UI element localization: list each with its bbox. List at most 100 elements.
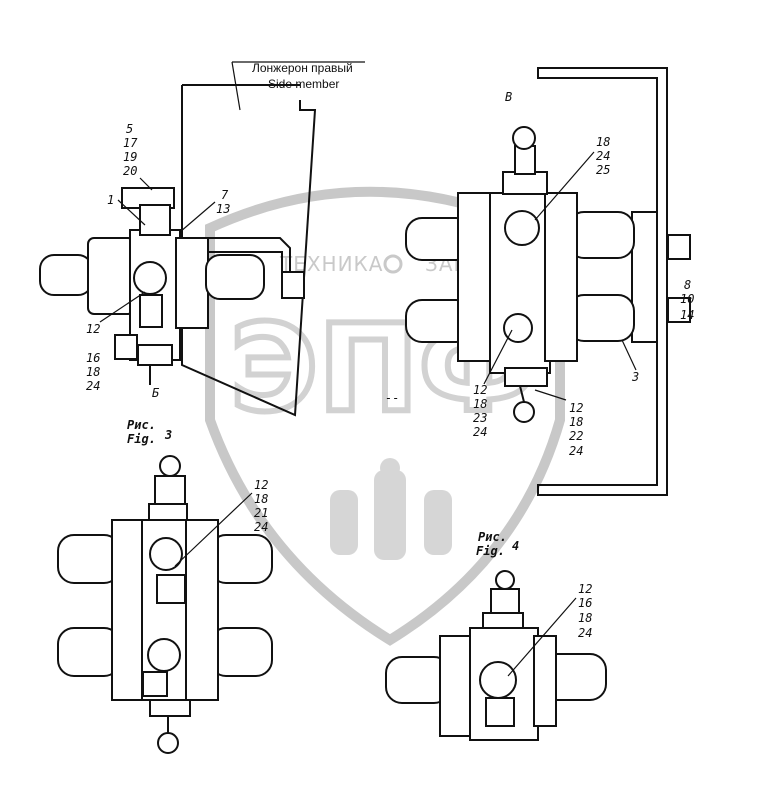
- fitting-nut: [139, 294, 163, 328]
- callout-viewv-top: 18 24 25: [534, 135, 610, 221]
- side-member-leader: [231, 61, 241, 111]
- watermark-wheat-icon: [330, 458, 452, 560]
- fig3-bottom-eye: [157, 732, 179, 754]
- callout-1: 1: [107, 193, 114, 207]
- bottom-fitting: [137, 344, 173, 366]
- callout-viewv-bottom-right: 12 18 22 24: [534, 389, 583, 458]
- figure-3: Рис. Fig. 3 12 18 21 24: [57, 418, 273, 754]
- figure-4: Рис. Fig. 4 12 16 18 24: [385, 530, 607, 741]
- fig4-caption-ru: Рис.: [478, 530, 507, 544]
- callout-16: 16: [86, 351, 100, 365]
- fig3-cap-upper-right: [209, 534, 273, 584]
- callout-24: 24: [473, 425, 487, 439]
- viewv-top-eye: [512, 126, 536, 150]
- fig4-top-banjo: [490, 588, 520, 614]
- fig4-caption-en: Fig.: [476, 544, 505, 558]
- fig3-cap-lower-left: [57, 627, 121, 677]
- bolt-lower: [667, 297, 691, 323]
- fig3-top-banjo: [154, 475, 186, 507]
- fig3-cap-upper-left: [57, 534, 121, 584]
- fig3-bottom-fitting: [149, 699, 191, 717]
- viewv-bottom-eye: [513, 401, 535, 423]
- callout-18: 18: [569, 415, 583, 429]
- fig4-top-fitting: [482, 612, 524, 630]
- fig3-flange-left: [111, 519, 145, 701]
- fig4-port: [479, 661, 517, 699]
- callout-10: 10: [680, 292, 694, 306]
- fig3-caption-ru: Рис.: [127, 418, 156, 432]
- callout-22: 22: [569, 429, 583, 443]
- valve-housing-left: [87, 237, 135, 315]
- callout-17: 17: [123, 136, 138, 150]
- callout-18: 18: [578, 611, 592, 625]
- fig4-flange-right: [533, 635, 557, 727]
- callout-12: 12: [569, 401, 583, 415]
- fig3-top-eye: [159, 455, 181, 477]
- valve-cap-right-end: [205, 254, 265, 300]
- fig4-flange-left: [439, 635, 473, 737]
- callout-fig4: 12 16 18 24: [507, 582, 592, 677]
- frame-channel: [537, 67, 668, 496]
- watermark-gear-icon: [383, 254, 403, 274]
- viewv-top-port: [504, 210, 540, 246]
- viewv-lower-port: [503, 313, 533, 343]
- viewv-top-banjo: [514, 145, 536, 175]
- callout-24: 24: [569, 444, 583, 458]
- side-member-label-en: Side member: [268, 77, 339, 91]
- callout-18: 18: [86, 365, 100, 379]
- fig3-number: 3: [164, 428, 172, 442]
- bracket-bolt: [281, 271, 305, 299]
- callout-fig3: 12 18 21 24: [174, 478, 268, 567]
- callout-12: 12: [473, 383, 487, 397]
- valve-cap-left-end: [39, 254, 93, 296]
- viewv-flange-left: [457, 192, 494, 362]
- callout-5: 5: [126, 122, 133, 136]
- view-v: В 18 24 25 8 10 14 3: [405, 67, 694, 496]
- callout-12: 12: [254, 478, 268, 492]
- view-v-label: В: [505, 90, 512, 104]
- fig3-port-upper-nut: [156, 574, 186, 604]
- fitting-elbow: [133, 261, 167, 295]
- fig3-cap-lower-right: [209, 627, 273, 677]
- callout-main-bottom: 12 16 18 24: [86, 291, 146, 393]
- callout-18: 18: [473, 397, 487, 411]
- side-plug: [114, 334, 138, 360]
- callout-25: 25: [596, 163, 610, 177]
- callout-18: 18: [596, 135, 610, 149]
- callout-14: 14: [680, 308, 694, 322]
- callout-24: 24: [254, 520, 268, 534]
- top-fitting-stem: [139, 204, 171, 236]
- fig4-number: 4: [512, 539, 519, 553]
- view-b-label: Б: [152, 386, 160, 400]
- callout-19: 19: [123, 150, 137, 164]
- callout-24: 24: [596, 149, 610, 163]
- fig3-port-upper: [149, 537, 183, 571]
- fig3-caption-en: Fig.: [127, 432, 156, 446]
- valve-flange-right: [175, 237, 209, 329]
- callout-12: 12: [578, 582, 592, 596]
- fig3-flange-right: [185, 519, 219, 701]
- viewv-top-fitting: [502, 171, 548, 195]
- bolt-upper: [667, 234, 691, 260]
- callout-24: 24: [578, 626, 592, 640]
- callout-viewv-right: 8 10 14: [680, 278, 694, 322]
- callout-13: 13: [216, 202, 230, 216]
- callout-12: 12: [86, 322, 100, 336]
- fig4-port-nut: [485, 697, 515, 727]
- watermark-shield: [205, 186, 565, 646]
- callout-7: 7: [221, 188, 229, 202]
- viewv-bottom-fitting: [504, 367, 548, 387]
- callout-3: 3: [631, 370, 639, 384]
- fig3-port-lower-nut: [142, 671, 168, 697]
- side-member-label-ru: Лонжерон правый: [252, 61, 353, 75]
- callout-21: 21: [254, 506, 268, 520]
- callout-8: 8: [684, 278, 691, 292]
- callout-24: 24: [86, 379, 100, 393]
- viewv-flange-right: [544, 192, 578, 362]
- callout-main-top: 5 17 19 20: [123, 122, 153, 191]
- mounting-plate: [631, 211, 658, 343]
- callout-23: 23: [473, 411, 487, 425]
- fig4-top-eye: [495, 570, 515, 590]
- callout-18: 18: [254, 492, 268, 506]
